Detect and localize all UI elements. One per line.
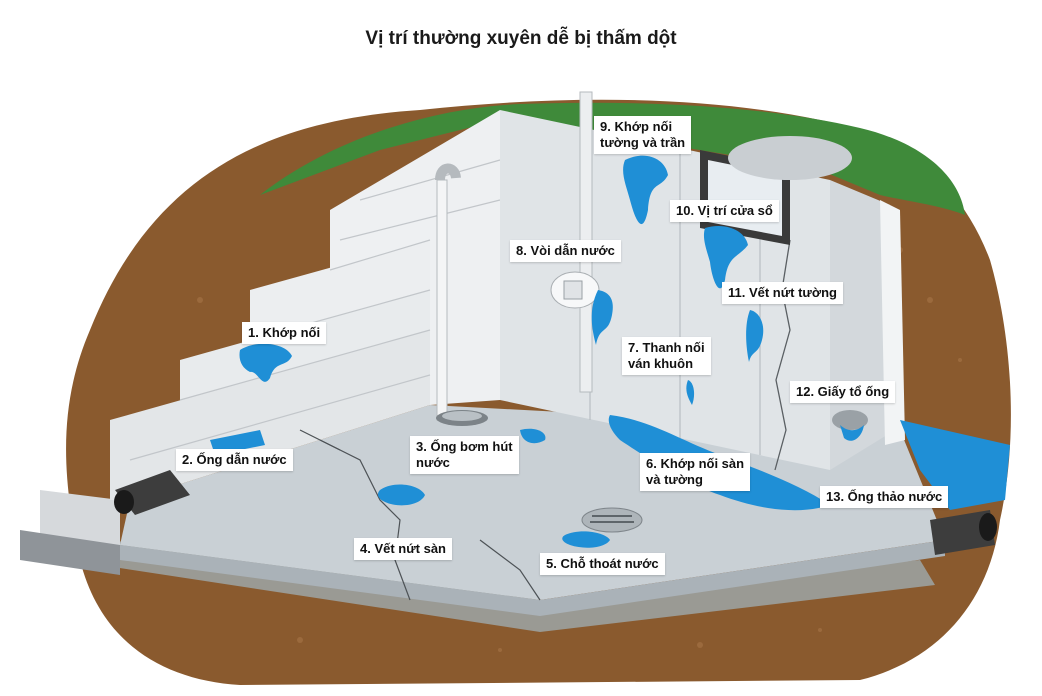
label-13-drain-pipe: 13. Ống thảo nước [820, 486, 949, 508]
wall-crack [774, 239, 791, 471]
label-4-floor-crack: 4. Vết nứt sàn [354, 538, 452, 560]
label-1-joint: 1. Khớp nối [242, 322, 327, 344]
gravel-bed [100, 540, 935, 632]
label-8-hose-bib: 8. Vòi dẫn nước [510, 240, 621, 262]
floor-edge [120, 540, 945, 616]
label-2-water-pipe: 2. Ống dẫn nước [176, 449, 293, 471]
floor-cracks [299, 429, 541, 601]
label-3-sump-pump: 3. Ống bơm hút nước [410, 436, 519, 474]
label-9-wall-ceiling-joint: 9. Khớp nối tường và trần [594, 116, 692, 154]
label-10-window: 10. Vị trí cửa sổ [670, 200, 779, 222]
label-5-floor-drain: 5. Chỗ thoát nước [540, 553, 665, 575]
inlet-pipe [114, 470, 190, 515]
grass-top [260, 102, 965, 215]
outlet-pipe [930, 510, 997, 555]
diagram-title: Vị trí thường xuyên dễ bị thấm dột [365, 28, 677, 49]
floor-drain [581, 507, 643, 533]
label-12-honeycomb: 12. Giấy tổ ống [790, 381, 896, 403]
sump-pipe [435, 163, 488, 426]
foundation-footing [20, 530, 120, 575]
honeycomb-patch [832, 410, 868, 430]
window-well [728, 136, 852, 180]
hose-bib [550, 271, 600, 309]
label-7-form-tie: 7. Thanh nối ván khuôn [622, 337, 711, 375]
label-6-floor-wall-joint: 6. Khớp nối sàn và tường [640, 453, 751, 491]
label-11-wall-crack: 11. Vết nứt tường [722, 282, 843, 304]
